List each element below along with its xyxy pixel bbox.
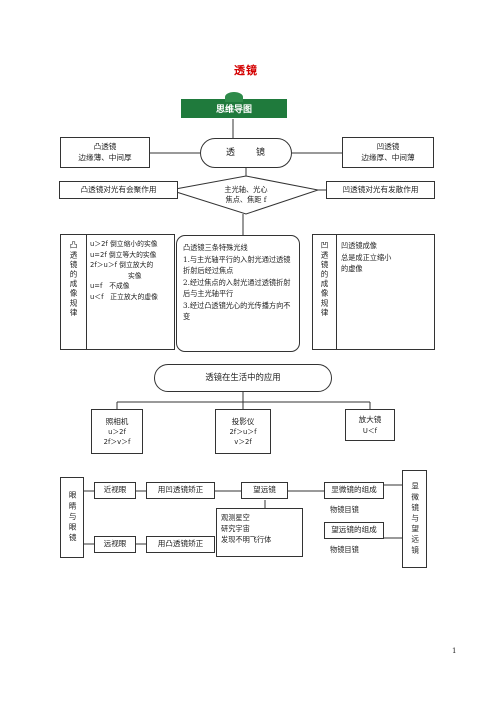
special-ray-2: 2.经过焦点的入射光通过透镜折射后与主光轴平行 (183, 277, 291, 299)
diamond-text: 主光轴、光心 焦点、焦距 f (196, 182, 296, 208)
telescope-label: 望远镜 (253, 485, 276, 495)
concave-lens-box: 凹透镜 边缘厚、中间薄 (342, 137, 434, 168)
special-ray-1: 1.与主光轴平行的入射光通过透镜折射后经过焦点 (183, 254, 291, 276)
convex-rule-4: u=f 不成像 (90, 282, 130, 291)
convex-imaging-label: 凸透镜的成像规律 (69, 241, 78, 318)
microscope-composition-label: 显微镜的组成 (331, 485, 377, 495)
convex-rule-3: 2f＞u＞f 倒立放大的 (90, 261, 154, 270)
diamond-line-2: 焦点、焦距 f (225, 195, 267, 204)
microscope-telescope-box: 显微镜与望远镜 (402, 470, 427, 568)
convex-lens-box: 凸透镜 边缘薄、中间厚 (60, 137, 150, 168)
concave-imaging-box: 凹透镜的成像规律 凹透镜成像 总是成正立缩小 的虚像 (312, 234, 435, 350)
life-applications-node: 透镜在生活中的应用 (154, 364, 332, 392)
concave-rule-1: 凹透镜成像 (341, 241, 377, 250)
page-number: 1 (452, 647, 457, 655)
convex-rule-3b: 实像 (128, 271, 142, 280)
projector-rule-v: v＞2f (234, 438, 252, 447)
convex-imaging-list: u＞2f 倒立缩小的实像 u=2f 倒立等大的实像 2f＞u＞f 倒立放大的 实… (90, 239, 176, 302)
microscope-parts: 物镜目镜 (330, 505, 359, 514)
center-label: 透 镜 (225, 147, 266, 158)
special-rays-box: 凸透镜三条特殊光线 1.与主光轴平行的入射光通过透镜折射后经过焦点 2.经过焦点… (176, 235, 300, 352)
concave-rule-2: 总是成正立缩小 (341, 252, 392, 262)
banner-label: 思维导图 (215, 105, 252, 115)
banner-cap (225, 92, 243, 102)
convex-effect-text: 凸透镜对光有会聚作用 (80, 184, 157, 194)
concave-imaging-label: 凹透镜的成像规律 (320, 241, 329, 318)
convex-lens-name: 凸透镜 (93, 142, 117, 152)
myopia-label: 近视眼 (103, 485, 127, 495)
myopia-fix-label: 用凹透镜矫正 (157, 485, 204, 495)
microscope-telescope-label: 显微镜与望远镜 (410, 481, 420, 557)
mind-map-banner: 思维导图 (181, 99, 287, 118)
hyperopia-fix-box: 用凸透镜矫正 (146, 536, 215, 553)
telescope-box: 望远镜 (241, 482, 288, 499)
camera-rule-u: u＞2f (108, 428, 126, 436)
hyperopia-fix-label: 用凸透镜矫正 (157, 539, 204, 549)
telescope-use-3: 发现不明飞行体 (221, 535, 272, 545)
hyperopia-box: 远视眼 (94, 536, 136, 553)
convex-imaging-box: 凸透镜的成像规律 u＞2f 倒立缩小的实像 u=2f 倒立等大的实像 2f＞u＞… (60, 234, 175, 350)
special-ray-3: 3.经过凸透镜光心的光传播方向不变 (183, 300, 291, 322)
camera-box: 照相机 u＞2f 2f＞v＞f (91, 409, 143, 454)
telescope-use-2: 研究宇宙 (221, 524, 250, 534)
projector-name: 投影仪 (231, 416, 255, 426)
projector-rule-u: 2f＞u＞f (229, 428, 257, 436)
convex-lens-shape: 边缘薄、中间厚 (78, 152, 132, 162)
telescope-composition-label: 望远镜的组成 (331, 525, 377, 535)
convex-rule-5: u＜f 正立放大的虚像 (90, 292, 158, 301)
diamond-shape (169, 175, 320, 215)
magnifier-rule: U＜f (362, 426, 378, 435)
convex-rule-1: u＞2f 倒立缩小的实像 (90, 240, 158, 248)
concave-lens-name: 凹透镜 (376, 142, 400, 152)
camera-rule-v: 2f＞v＞f (103, 438, 131, 447)
diamond-line-1: 主光轴、光心 (224, 185, 268, 195)
magnifier-name: 放大镜 (358, 415, 382, 425)
myopia-fix-box: 用凹透镜矫正 (146, 482, 215, 499)
telescope-use-1: 观测星空 (221, 513, 250, 522)
magnifier-box: 放大镜 U＜f (345, 409, 395, 441)
projector-box: 投影仪 2f＞u＞f v＞2f (215, 409, 271, 454)
concave-imaging-list: 凹透镜成像 总是成正立缩小 的虚像 (341, 240, 433, 275)
hyperopia-label: 远视眼 (103, 539, 127, 549)
concave-imaging-divider (336, 235, 337, 349)
center-node: 透 镜 (200, 138, 292, 168)
life-applications-label: 透镜在生活中的应用 (205, 372, 281, 383)
telescope-uses-box: 观测星空 研究宇宙 发现不明飞行体 (216, 508, 303, 557)
concave-effect-box: 凹透镜对光有发散作用 (326, 181, 435, 199)
myopia-box: 近视眼 (94, 482, 136, 499)
eye-glasses-label: 眼睛与眼镜 (68, 491, 78, 544)
eye-glasses-box: 眼睛与眼镜 (60, 477, 84, 558)
concave-lens-shape: 边缘厚、中间薄 (361, 152, 415, 162)
concave-rule-3: 的虚像 (341, 264, 363, 274)
telescope-composition-box: 望远镜的组成 (324, 522, 384, 539)
microscope-composition-box: 显微镜的组成 (324, 482, 384, 499)
convex-effect-box: 凸透镜对光有会聚作用 (59, 181, 178, 199)
page-title: 透镜 (234, 64, 258, 77)
convex-imaging-divider (86, 235, 87, 349)
telescope-parts: 物镜目镜 (330, 545, 359, 554)
convex-rule-2: u=2f 倒立等大的实像 (90, 250, 157, 259)
concave-effect-text: 凹透镜对光有发散作用 (342, 184, 419, 194)
camera-name: 照相机 (105, 416, 129, 426)
special-rays-title: 凸透镜三条特殊光线 (183, 243, 248, 252)
